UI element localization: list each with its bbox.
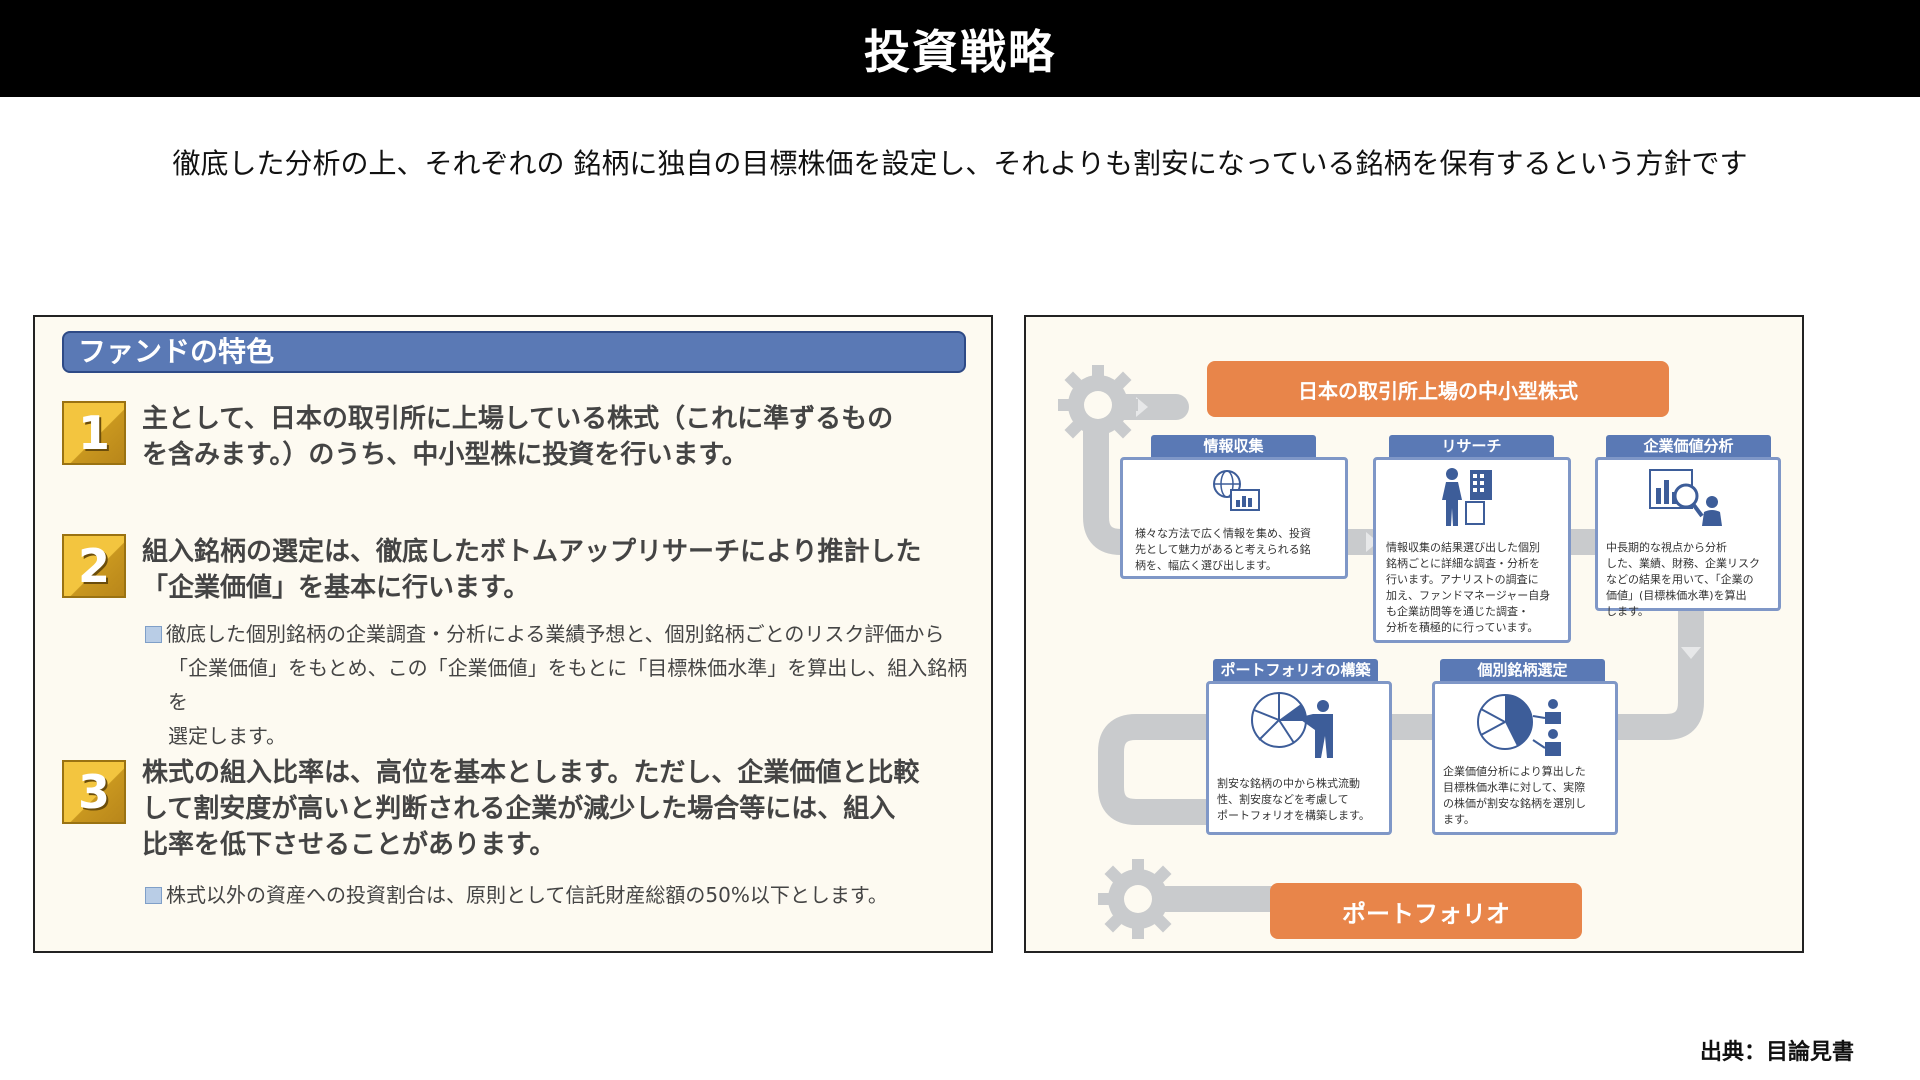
fund-features-panel: ファンドの特色 1 主として、日本の取引所に上場している株式（これに準ずるもの … [33, 315, 993, 953]
pie-person-icon [1251, 692, 1333, 758]
card-tab-info: 情報収集 [1151, 435, 1316, 457]
investment-process-panel: 日本の取引所上場の中小型株式 情報収集 様々な方法で広く情報を集め、投資 先とし… [1024, 315, 1804, 953]
feature-item-3: 株式の組入比率は、高位を基本とします。ただし、企業価値と比較 して割安度が高いと… [142, 758, 920, 860]
card-tab-research: リサーチ [1389, 435, 1554, 457]
page-title: 投資戦略 [864, 24, 1056, 79]
top-banner: 日本の取引所上場の中小型株式 [1207, 361, 1669, 417]
bullet-square-icon [145, 626, 162, 643]
card-stock-selection: 企業価値分析により算出した 目標株価水準に対して、実際 の株価が割安な銘柄を選別… [1432, 681, 1618, 835]
card-valuation-text: 中長期的な視点から分析 した、業績、財務、企業リスク などの結果を用いて、「企業… [1606, 541, 1760, 618]
feature-note-2: 徹底した個別銘柄の企業調査・分析による業績予想と、個別銘柄ごとのリスク評価から … [145, 617, 975, 753]
card-portfolio-build: 割安な銘柄の中から株式流動 性、割安度などを考慮して ポートフォリオを構築します… [1206, 681, 1392, 835]
card-research-text: 情報収集の結果選び出した個別 銘柄ごとに詳細な調査・分析を 行います。アナリスト… [1386, 541, 1551, 634]
card-tab-stock-selection: 個別銘柄選定 [1440, 659, 1605, 681]
number-badge-2: 2 [62, 534, 126, 598]
card-tab-portfolio-build: ポートフォリオの構築 [1213, 659, 1378, 681]
globe-chart-icon [1213, 470, 1260, 511]
person-building-icon [1442, 468, 1492, 526]
number-badge-1: 1 [62, 401, 126, 465]
card-info-text: 様々な方法で広く情報を集め、投資 先として魅力があると考えられる銘 柄を、幅広く… [1135, 527, 1311, 572]
bottom-banner: ポートフォリオ [1270, 883, 1582, 939]
magnifier-chart-icon [1649, 469, 1722, 526]
number-badge-3: 3 [62, 760, 126, 824]
card-valuation: 中長期的な視点から分析 した、業績、財務、企業リスク などの結果を用いて、「企業… [1595, 457, 1781, 618]
card-research: 情報収集の結果選び出した個別 銘柄ごとに詳細な調査・分析を 行います。アナリスト… [1373, 457, 1571, 643]
gear-icon [1098, 859, 1178, 939]
source-note: 出典：目論見書 [1699, 1040, 1854, 1065]
feature-note-3: 株式以外の資産への投資割合は、原則として信託財産総額の50%以下とします。 [145, 878, 975, 912]
card-portfolio-build-text: 割安な銘柄の中から株式流動 性、割安度などを考慮して ポートフォリオを構築します… [1217, 777, 1370, 822]
page-subtitle: 徹底した分析の上、それぞれの 銘柄に独自の目標株価を設定し、それよりも割安になっ… [172, 147, 1748, 180]
feature-item-2: 組入銘柄の選定は、徹底したボトムアップリサーチにより推計した 「企業価値」を基本… [142, 537, 922, 603]
features-header: ファンドの特色 [62, 331, 966, 373]
card-stock-selection-text: 企業価値分析により算出した 目標株価水準に対して、実際 の株価が割安な銘柄を選別… [1443, 765, 1586, 826]
card-tab-valuation: 企業価値分析 [1606, 435, 1771, 457]
bullet-square-icon [145, 887, 162, 904]
gear-icon [1058, 365, 1138, 445]
pie-people-icon [1477, 694, 1561, 756]
title-bar: 投資戦略 [0, 0, 1920, 97]
process-track-diagram [1058, 365, 1704, 939]
card-info-gathering: 様々な方法で広く情報を集め、投資 先として魅力があると考えられる銘 柄を、幅広く… [1120, 457, 1348, 579]
feature-item-1: 主として、日本の取引所に上場している株式（これに準ずるもの を含みます。）のうち… [142, 404, 894, 470]
